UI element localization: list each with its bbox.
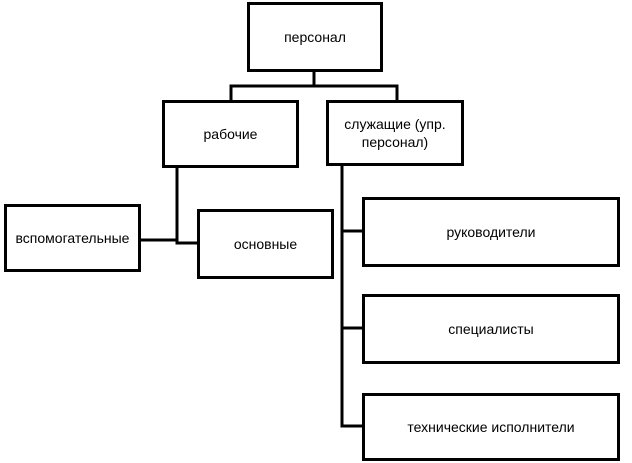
node-specialists: специалисты — [362, 294, 620, 364]
node-auxiliary: вспомогательные — [4, 204, 141, 272]
node-employees: служащие (упр. персонал) — [326, 100, 464, 166]
node-technical: технические исполнители — [362, 393, 620, 461]
node-managers: руководители — [362, 197, 620, 267]
node-main: основные — [197, 209, 334, 279]
node-personnel: персонал — [247, 2, 383, 72]
node-workers: рабочие — [162, 100, 299, 168]
